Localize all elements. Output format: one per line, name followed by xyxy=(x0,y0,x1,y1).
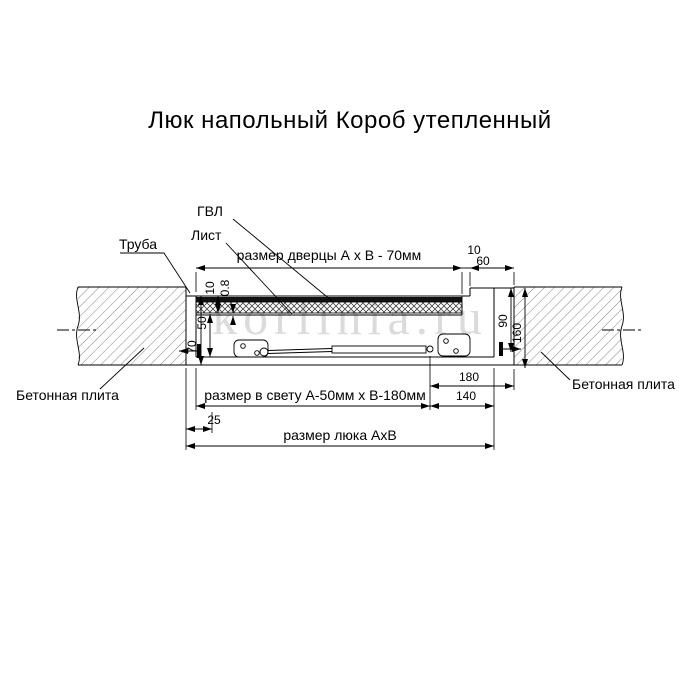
leader-pipe xyxy=(120,252,191,294)
anchor-right xyxy=(499,342,503,356)
extension-lines xyxy=(185,272,515,450)
dim-right-90: 90 xyxy=(496,314,510,328)
callout-concrete-right: Бетонная плита xyxy=(572,376,675,392)
dim-frame-60: 60 xyxy=(476,254,490,268)
hatch-door xyxy=(195,296,463,316)
gas-strut-cylinder xyxy=(331,345,427,354)
concrete-slab-left xyxy=(57,286,187,366)
dim-bottom-180: 180 xyxy=(459,370,479,384)
hinge-bracket-right xyxy=(437,333,471,357)
page-title: Люк напольный Короб утепленный xyxy=(148,107,551,134)
callout-sheet: Лист xyxy=(191,227,222,243)
callout-concrete-left: Бетонная плита xyxy=(16,387,119,403)
dim-gap-10: 10 xyxy=(467,243,481,257)
concrete-slab-right xyxy=(513,286,643,366)
dim-door-size: размер дверцы А х В - 70мм xyxy=(237,247,422,263)
dimension-lines xyxy=(186,265,528,449)
dim-sheet-08: 0.8 xyxy=(218,279,232,296)
dim-clear-size: размер в свету А-50мм х В-180мм xyxy=(204,387,426,403)
leader-sheet xyxy=(225,242,293,315)
leader-concrete-right xyxy=(540,351,571,381)
dim-bottom-140: 140 xyxy=(456,389,476,403)
callout-gvl: ГВЛ xyxy=(197,203,223,219)
dim-depth-50: 50 xyxy=(195,316,209,330)
leader-lines xyxy=(99,218,571,390)
dim-offset-25: 25 xyxy=(207,413,221,427)
dim-layer-10: 10 xyxy=(203,281,217,295)
dim-right-160: 160 xyxy=(510,323,524,343)
hinge-bracket-left xyxy=(233,339,269,358)
leader-concrete-left xyxy=(99,347,145,390)
leader-gvl xyxy=(232,218,333,302)
dim-height-70: 70 xyxy=(185,340,199,354)
callout-pipe: Труба xyxy=(119,236,157,252)
dim-hatch-size: размер люка АхВ xyxy=(283,427,396,443)
